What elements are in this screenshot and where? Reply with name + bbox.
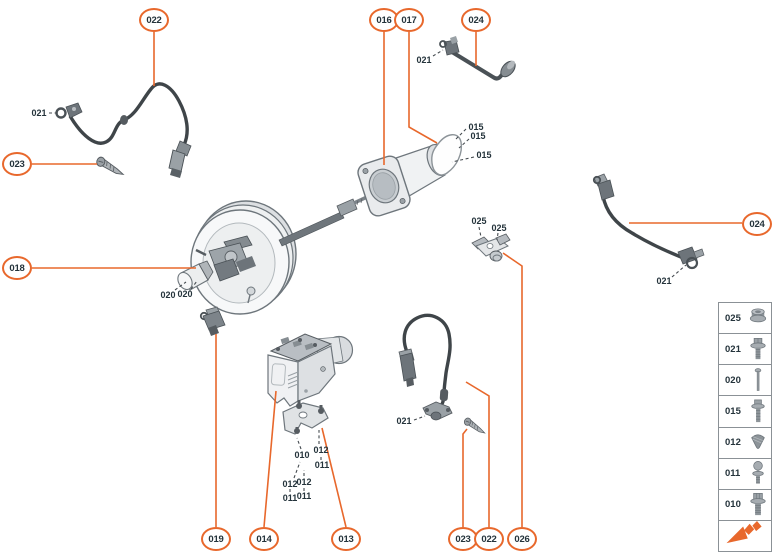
part-number-label-021-1: 021 <box>416 55 432 65</box>
legend-label-021: 021 <box>725 343 741 355</box>
abs-hydraulic-unit <box>267 333 354 407</box>
callout-023-top[interactable]: 023 <box>2 152 32 176</box>
dashed-leader-lines <box>49 49 687 492</box>
callout-023-bottom[interactable]: 023 <box>448 527 478 551</box>
part-number-label-015-2: 015 <box>468 122 484 132</box>
legend-row-010[interactable]: 010 <box>719 489 771 521</box>
dash-pointer-010-11 <box>296 437 302 450</box>
callout-024-top[interactable]: 024 <box>461 8 491 32</box>
sensor-bracket-026 <box>471 233 511 262</box>
dash-pointer-021-10 <box>413 415 426 421</box>
dash-pointer-015-3 <box>458 138 470 149</box>
legend-label-012: 012 <box>725 437 741 449</box>
callout-013[interactable]: 013 <box>331 527 361 551</box>
ball-stud-icon <box>748 460 768 487</box>
part-number-label-021-10: 021 <box>396 416 412 426</box>
top-right-sensor-lead <box>439 36 516 81</box>
stud-pin-icon <box>748 367 768 394</box>
legend-label-015: 015 <box>725 405 741 417</box>
dash-pointer-020-8 <box>190 280 198 290</box>
part-number-label-020-7: 020 <box>160 290 176 300</box>
part-number-label-020-8: 020 <box>177 289 193 299</box>
leader-line-026 <box>502 252 523 527</box>
screw-023-top <box>94 155 127 176</box>
clip-nut-icon <box>748 429 768 456</box>
legend-label-020: 020 <box>725 374 741 386</box>
flanged-nut-icon <box>748 305 768 332</box>
hex-bolt-icon <box>748 491 768 518</box>
callout-leader-lines <box>32 32 742 528</box>
back-arrow-icon <box>724 521 766 550</box>
part-number-label-012-15: 012 <box>296 477 312 487</box>
screw-023-bottom <box>462 416 489 435</box>
part-number-label-025-5: 025 <box>471 216 487 226</box>
callout-022-top[interactable]: 022 <box>139 8 169 32</box>
callout-026[interactable]: 026 <box>507 527 537 551</box>
callout-017[interactable]: 017 <box>394 8 424 32</box>
legend-row-021[interactable]: 021 <box>719 334 771 366</box>
legend-label-025: 025 <box>725 312 741 324</box>
abs-mounting-bracket <box>282 400 329 435</box>
fastener-legend: 025 021 020 015 012 011 010 <box>718 302 772 552</box>
legend-row-012[interactable]: 012 <box>719 427 771 459</box>
flange-bolt-icon <box>748 336 768 363</box>
leader-line-023-bottom <box>462 428 468 527</box>
rear-speed-sensor-cable <box>398 313 453 421</box>
part-number-label-025-6: 025 <box>491 223 507 233</box>
leader-line-014 <box>263 390 277 528</box>
callout-024-right[interactable]: 024 <box>742 212 772 236</box>
dash-pointer-025-6 <box>496 232 499 241</box>
leader-line-013 <box>321 427 347 528</box>
brake-booster <box>177 200 297 315</box>
part-number-label-011-17: 011 <box>296 491 312 501</box>
part-number-label-010-11: 010 <box>294 450 310 460</box>
callout-014[interactable]: 014 <box>249 527 279 551</box>
callout-019[interactable]: 019 <box>201 527 231 551</box>
dash-pointer-020-7 <box>174 281 187 291</box>
part-number-label-012-12: 012 <box>313 445 329 455</box>
part-number-label-015-3: 015 <box>470 131 486 141</box>
legend-row-025[interactable]: 025 <box>719 303 771 335</box>
dash-pointer-015-2 <box>455 128 467 140</box>
speed-sensor-019 <box>199 306 226 336</box>
booster-pushrod <box>278 195 368 247</box>
legend-nav-back-button[interactable] <box>719 520 771 551</box>
gasket-seal <box>431 134 463 176</box>
part-number-label-021-0: 021 <box>31 108 47 118</box>
long-bolt-icon <box>748 398 768 425</box>
dash-pointer-021-1 <box>432 49 444 57</box>
part-number-label-012-14: 012 <box>282 479 298 489</box>
callout-022-bottom[interactable]: 022 <box>474 527 504 551</box>
dash-pointer-021-9 <box>671 264 687 278</box>
part-number-label-011-13: 011 <box>314 460 330 470</box>
legend-row-020[interactable]: 020 <box>719 365 771 397</box>
legend-row-015[interactable]: 015 <box>719 396 771 428</box>
legend-label-010: 010 <box>725 499 741 511</box>
right-speed-sensor-cable <box>592 173 705 270</box>
callout-018[interactable]: 018 <box>2 256 32 280</box>
dash-pointer-015-4 <box>451 156 475 163</box>
part-number-label-015-4: 015 <box>476 150 492 160</box>
dash-pointer-012-14 <box>293 461 301 479</box>
dash-pointer-025-5 <box>478 226 482 238</box>
part-number-label-011-16: 011 <box>282 493 298 503</box>
part-number-label-021-9: 021 <box>656 276 672 286</box>
front-speed-sensor-cable <box>55 82 192 178</box>
leader-line-017 <box>408 32 438 144</box>
legend-row-011[interactable]: 011 <box>719 458 771 490</box>
legend-label-011: 011 <box>725 468 741 480</box>
leader-line-022-bottom <box>465 381 490 527</box>
